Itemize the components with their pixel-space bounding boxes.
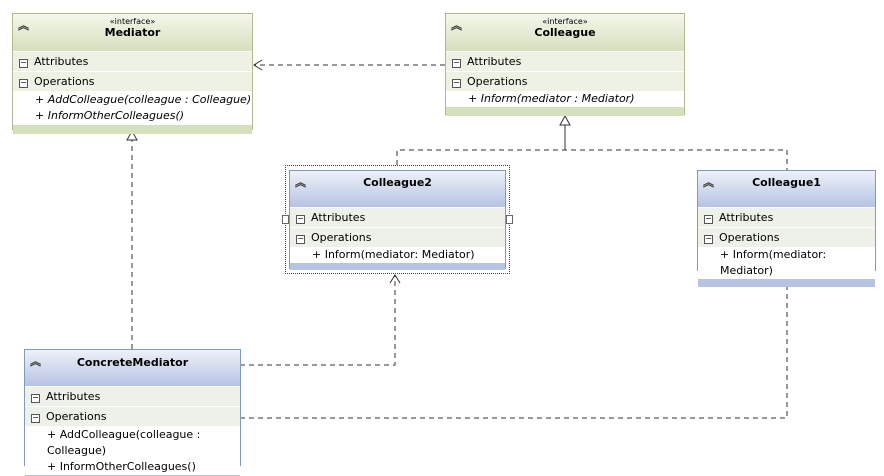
- collapse-chevron-icon[interactable]: ︽: [703, 176, 714, 189]
- arrowhead-open: [389, 274, 401, 284]
- class-colleague[interactable]: ︽ «interface» Colleague −Attributes −Ope…: [445, 13, 685, 116]
- section-label: Attributes: [311, 211, 366, 224]
- collapse-chevron-icon[interactable]: ︽: [30, 355, 41, 368]
- class-header: ︽ «interface» Colleague: [446, 14, 684, 51]
- collapse-minus-icon[interactable]: −: [452, 58, 461, 68]
- stereotype: «interface»: [542, 17, 588, 26]
- operations-section[interactable]: −Operations: [13, 71, 252, 91]
- collapse-minus-icon[interactable]: −: [452, 78, 461, 88]
- stereotype: «interface»: [109, 17, 156, 26]
- section-label: Attributes: [719, 211, 774, 224]
- dependency-concretemediator-colleague2: [240, 275, 396, 366]
- section-label: Attributes: [34, 55, 89, 68]
- operations-section[interactable]: −Operations: [446, 71, 684, 91]
- attributes-section[interactable]: −Attributes: [698, 207, 875, 227]
- arrowhead-triangle: [559, 114, 571, 126]
- class-footer: [290, 263, 505, 270]
- attributes-section[interactable]: −Attributes: [446, 51, 684, 71]
- operations-section[interactable]: −Operations: [290, 227, 505, 247]
- dependency-concretemediator-colleague1: [240, 271, 788, 419]
- operation[interactable]: + Inform(mediator : Mediator): [468, 92, 635, 105]
- operations-section[interactable]: −Operations: [25, 406, 240, 426]
- collapse-minus-icon[interactable]: −: [296, 234, 305, 244]
- arrowhead-open: [253, 59, 263, 71]
- collapse-minus-icon[interactable]: −: [19, 58, 28, 68]
- realization-colleagues-colleague: [396, 149, 788, 170]
- operation[interactable]: + AddColleague(colleague : Colleague): [47, 428, 201, 457]
- operation[interactable]: + Inform(mediator: Mediator): [312, 248, 475, 261]
- class-concrete-mediator[interactable]: ︽ ConcreteMediator −Attributes −Operatio…: [24, 349, 241, 476]
- collapse-chevron-icon[interactable]: ︽: [18, 19, 29, 32]
- collapse-minus-icon[interactable]: −: [704, 234, 713, 244]
- attributes-section[interactable]: −Attributes: [290, 207, 505, 227]
- section-label: Operations: [467, 75, 528, 88]
- class-header: ︽ Colleague2: [290, 171, 505, 207]
- class-header: ︽ ConcreteMediator: [25, 350, 240, 386]
- resize-handle[interactable]: [282, 215, 289, 224]
- operations-section[interactable]: −Operations: [698, 227, 875, 247]
- operation[interactable]: + AddColleague(colleague : Colleague): [35, 93, 252, 106]
- collapse-minus-icon[interactable]: −: [296, 214, 305, 224]
- operation[interactable]: + Inform(mediator: Mediator): [720, 248, 827, 277]
- collapse-chevron-icon[interactable]: ︽: [295, 176, 306, 189]
- section-label: Operations: [719, 231, 780, 244]
- collapse-chevron-icon[interactable]: ︽: [451, 19, 462, 32]
- class-name: Colleague: [534, 26, 596, 39]
- collapse-minus-icon[interactable]: −: [31, 413, 40, 423]
- section-label: Attributes: [46, 390, 101, 403]
- class-name: Mediator: [104, 26, 161, 39]
- class-colleague2[interactable]: ︽ Colleague2 −Attributes −Operations + I…: [289, 170, 506, 270]
- attributes-section[interactable]: −Attributes: [13, 51, 252, 71]
- operation[interactable]: + InformOtherColleagues(): [35, 109, 185, 122]
- class-mediator[interactable]: ︽ «interface» Mediator −Attributes −Oper…: [12, 13, 253, 134]
- section-label: Operations: [46, 410, 107, 423]
- class-footer: [698, 279, 875, 287]
- collapse-minus-icon[interactable]: −: [19, 78, 28, 88]
- section-label: Operations: [34, 75, 95, 88]
- section-label: Operations: [311, 231, 372, 244]
- class-footer: [446, 107, 684, 116]
- attributes-section[interactable]: −Attributes: [25, 386, 240, 406]
- class-header: ︽ Colleague1: [698, 171, 875, 207]
- class-name: Colleague1: [752, 176, 821, 189]
- class-name: ConcreteMediator: [76, 356, 189, 369]
- collapse-minus-icon[interactable]: −: [31, 393, 40, 403]
- class-footer: [13, 125, 252, 134]
- section-label: Attributes: [467, 55, 522, 68]
- class-colleague1[interactable]: ︽ Colleague1 −Attributes −Operations + I…: [697, 170, 876, 287]
- arrowhead-triangle: [126, 129, 138, 141]
- resize-handle[interactable]: [506, 215, 513, 224]
- class-header: ︽ «interface» Mediator: [13, 14, 252, 51]
- collapse-minus-icon[interactable]: −: [704, 214, 713, 224]
- operation[interactable]: + InformOtherColleagues(): [47, 460, 196, 473]
- class-name: Colleague2: [363, 176, 432, 189]
